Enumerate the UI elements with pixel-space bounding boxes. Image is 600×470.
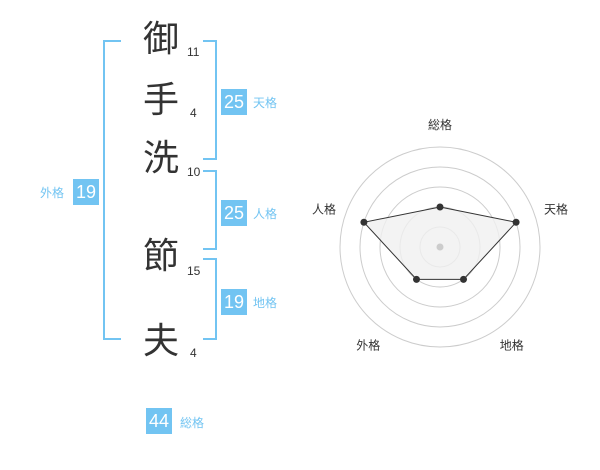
- radar-point-2: [512, 218, 520, 226]
- radar-polygon: [362, 206, 518, 280]
- chikaku-badge: 19: [221, 289, 247, 315]
- radar-axis-label-5: 人格: [312, 201, 336, 216]
- stroke-count-4: 15: [187, 264, 201, 278]
- gaikaku-bracket: [103, 40, 121, 340]
- chikaku-label: 地格: [253, 296, 278, 310]
- gaikaku-label: 外格: [40, 186, 65, 200]
- soukaku-badge: 44: [146, 408, 172, 434]
- jinkaku-badge: 25: [221, 200, 247, 226]
- tenkaku-badge: 25: [221, 89, 247, 115]
- gaikaku-badge: 19: [73, 179, 99, 205]
- name-char-3: 洗: [143, 138, 180, 179]
- radar-point-4: [412, 275, 420, 283]
- name-char-5: 夫: [143, 321, 180, 362]
- radar-axis-label-1: 総格: [428, 117, 452, 132]
- radar-point-5: [360, 218, 368, 226]
- stroke-count-5: 4: [190, 346, 197, 360]
- radar-ring-5: [339, 146, 541, 348]
- radar-axis-label-2: 天格: [544, 201, 568, 216]
- radar-axis-label-4: 外格: [356, 338, 380, 353]
- stroke-count-3: 10: [187, 165, 201, 179]
- radar-axis-label-3: 地格: [500, 338, 524, 353]
- stroke-count-2: 4: [190, 106, 197, 120]
- tenkaku-bracket: [203, 40, 217, 160]
- radar-ring-3: [379, 186, 501, 308]
- name-char-2: 手: [143, 80, 180, 121]
- name-char-4: 節: [143, 236, 180, 277]
- jinkaku-bracket: [203, 170, 217, 250]
- chikaku-bracket: [203, 258, 217, 340]
- radar-point-3: [460, 275, 468, 283]
- radar-center: [436, 243, 444, 251]
- name-char-1: 御: [143, 19, 180, 60]
- stroke-count-1: 11: [187, 45, 200, 59]
- soukaku-label: 総格: [180, 416, 205, 430]
- jinkaku-label: 人格: [253, 207, 278, 221]
- radar-point-1: [436, 203, 444, 211]
- tenkaku-label: 天格: [253, 96, 278, 110]
- radar-ring-4: [359, 166, 521, 328]
